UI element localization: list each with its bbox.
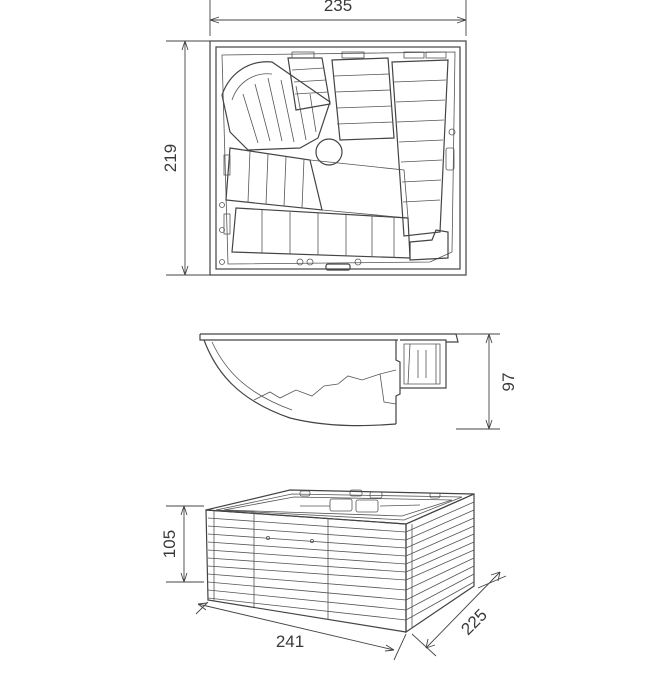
dimension-label-body-height: 105 — [160, 530, 179, 558]
section-bowl — [203, 339, 397, 427]
perspective-seat-1 — [329, 498, 353, 512]
section-seat-wave — [253, 369, 397, 401]
dimension-section-height: 97 — [456, 333, 518, 430]
dimension-top-width: 235 — [209, 0, 467, 36]
perspective-seat-2 — [355, 499, 379, 513]
seat-narrow — [287, 51, 331, 111]
tub-outer-rim — [209, 40, 467, 276]
perspective: 105 241 225 — [160, 489, 507, 661]
side-section: 97 — [199, 333, 518, 430]
section-rim — [199, 333, 459, 343]
seat-center — [331, 51, 395, 141]
section-seat-profile — [395, 340, 401, 424]
seat-divider — [309, 159, 409, 219]
dimension-top-depth: 219 — [161, 40, 210, 276]
dimension-body-height: 105 — [160, 505, 204, 583]
side-slats — [405, 501, 475, 628]
bottom-button-1 — [296, 258, 304, 266]
jet-dot-2 — [219, 202, 225, 208]
seat-middle-left — [223, 147, 323, 211]
dimension-label-body-length: 241 — [276, 632, 304, 651]
drain-circle — [315, 138, 343, 166]
jet-dot-1 — [448, 128, 456, 136]
dimension-body-width: 225 — [411, 571, 507, 657]
bottom-button-3 — [354, 258, 362, 266]
seat-right — [391, 51, 449, 237]
step-corner — [409, 229, 449, 261]
dimension-body-length: 241 — [195, 601, 407, 661]
perspective-right-face — [405, 493, 475, 634]
side-fixture-right — [445, 147, 455, 171]
front-slats — [207, 517, 407, 621]
jet-dot-4 — [219, 259, 225, 265]
bottom-control-panel — [325, 263, 351, 271]
dimension-label-top-width: 235 — [324, 0, 352, 15]
top-view: 235 219 — [161, 0, 467, 276]
lounge-seat — [221, 61, 331, 151]
dimension-label-section-height: 97 — [499, 373, 518, 392]
bottom-button-2 — [306, 258, 314, 266]
section-bowl-inner — [211, 341, 293, 411]
tub-inner-rim — [215, 46, 461, 270]
tub-shell — [221, 51, 456, 265]
jet-dot-3 — [219, 227, 225, 233]
dimension-label-top-depth: 219 — [161, 144, 180, 172]
